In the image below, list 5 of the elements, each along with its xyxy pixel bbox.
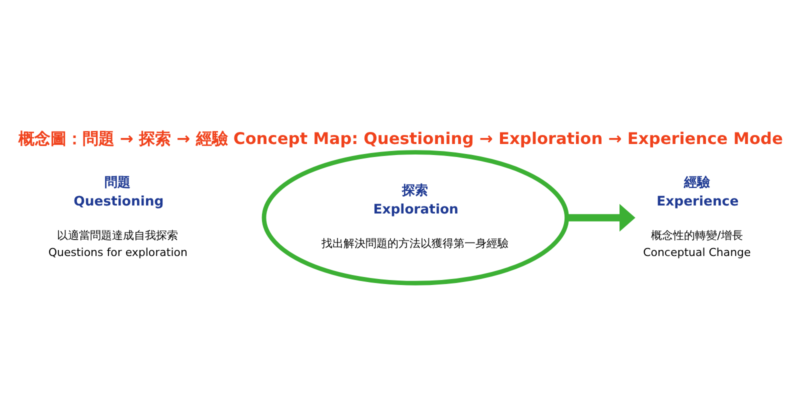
node-text: 經驗 Experience 概念性的轉變/增長 Conceptual Change bbox=[643, 175, 751, 259]
node-text: 問題 Questioning 以適當問題達成自我探索 Questions for exploration bbox=[48, 175, 188, 259]
node-ellipse: 探索 Exploration 找出解決問題的方法以獲得第一身經驗 bbox=[262, 150, 569, 286]
diagram-title: 概念圖：問題 → 探索 → 經驗 Concept Map: Questioning → Exploration → Experience Mode bbox=[18, 129, 783, 148]
arrow bbox=[566, 204, 636, 232]
